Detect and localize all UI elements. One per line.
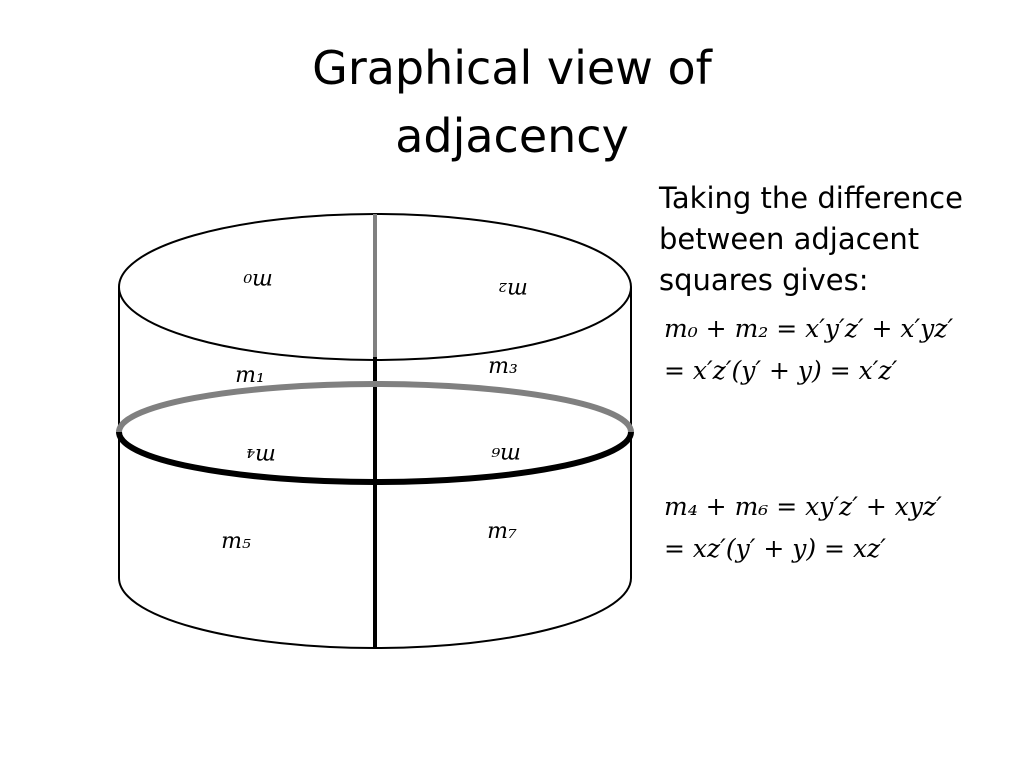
intro-text: Taking the difference between adjacent s… bbox=[659, 178, 989, 301]
cell-m1-label: m₁ bbox=[235, 363, 265, 388]
cell-m0-label: m₀ bbox=[243, 268, 273, 293]
equation-m4-m6: m₄ + m₆ = xy′z′ + xyz′ = xz′(y′ + y) = x… bbox=[664, 486, 1024, 570]
intro-line-3: squares gives: bbox=[659, 263, 869, 297]
middle-ring-front bbox=[116, 431, 634, 485]
intro-line-2: between adjacent bbox=[659, 222, 920, 256]
cell-m6-label: m₆ bbox=[491, 442, 521, 467]
equation-m4-m6-line-2: = xz′(y′ + y) = xz′ bbox=[664, 534, 886, 563]
intro-line-1: Taking the difference bbox=[659, 181, 963, 215]
cell-m2-label: m₂ bbox=[498, 277, 528, 302]
cell-m7-label: m₇ bbox=[487, 519, 517, 544]
cell-m5-label: m₅ bbox=[221, 529, 251, 554]
cell-m4-label: m₄ bbox=[246, 443, 276, 468]
equation-m4-m6-line-1: m₄ + m₆ = xy′z′ + xyz′ bbox=[664, 492, 942, 521]
title-line-1: Graphical view of bbox=[312, 41, 712, 95]
equation-m0-m2-line-1: m₀ + m₂ = x′y′z′ + x′yz′ bbox=[664, 314, 954, 343]
equation-m0-m2: m₀ + m₂ = x′y′z′ + x′yz′ = x′z′(y′ + y) … bbox=[664, 308, 1024, 392]
middle-ring-back bbox=[116, 381, 634, 433]
slide-title: Graphical view of adjacency bbox=[212, 34, 812, 170]
cell-m3-label: m₃ bbox=[488, 354, 518, 379]
title-line-2: adjacency bbox=[395, 109, 629, 163]
equation-m0-m2-line-2: = x′z′(y′ + y) = x′z′ bbox=[664, 356, 898, 385]
